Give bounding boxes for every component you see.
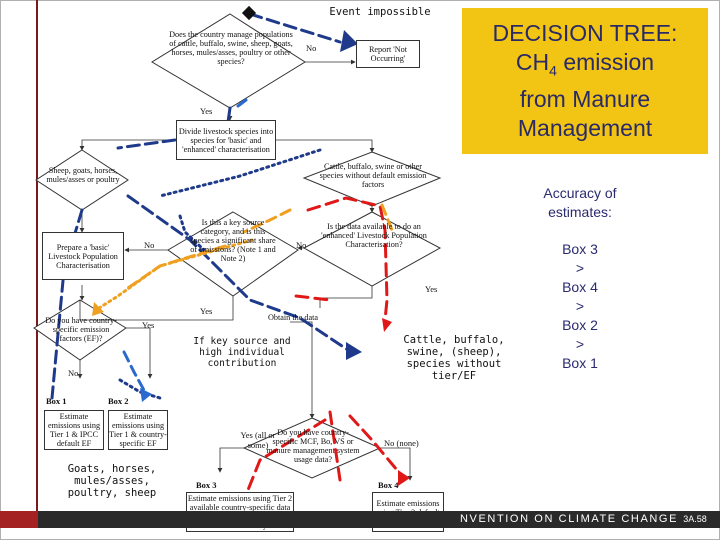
no-label-ef: No: [68, 368, 79, 378]
rank-gt-1: >: [575, 260, 585, 276]
footer-band: [0, 511, 720, 528]
box3-label: Box 3: [196, 480, 217, 490]
no-label-d1: No: [306, 43, 317, 53]
yes-label-key: Yes: [200, 306, 213, 316]
goats-note: Goats, horses, mules/asses, poultry, she…: [50, 463, 174, 499]
title-line3: from Manure: [519, 86, 651, 113]
no-label-key: No: [144, 240, 155, 250]
no-label-data: No: [296, 240, 307, 250]
arrowhead-orange-ef: [92, 302, 104, 316]
prepare-basic-box: Prepare a 'basic' Livestock Population C…: [42, 232, 124, 280]
arrowhead-navy-report: [340, 30, 358, 52]
diamond-mcf-text: Do you have country-specific MCF, Bo, VS…: [266, 428, 360, 464]
rank-2: Box 4: [562, 279, 598, 295]
yes-label-d1: Yes: [200, 106, 213, 116]
title-box: DECISION TREE: CH4 emission from Manure …: [462, 8, 708, 154]
arrowhead-red-box4: [398, 470, 410, 486]
diamond-cattle-text: Cattle, buffalo, swine or other species …: [319, 162, 427, 189]
rank-gt-2: >: [575, 298, 585, 314]
box1: Estimate emissions using Tier 1 & IPCC d…: [44, 410, 104, 450]
accuracy-ranking: Box 3 > Box 4 > Box 2 > Box 1: [520, 240, 640, 373]
box2: Estimate emissions using Tier 1 & countr…: [108, 410, 168, 450]
no-none-label: No (none): [384, 438, 419, 448]
diamond-ef-text: Do you have country-specific emission fa…: [45, 316, 117, 343]
accuracy-heading: Accuracy of estimates:: [543, 185, 617, 220]
divide-box: Divide livestock species into species fo…: [176, 120, 276, 160]
rank-4: Box 1: [562, 355, 598, 371]
left-rule: [36, 0, 38, 520]
report-box: Report 'Not Occurring': [356, 40, 420, 68]
title-line2: CH4 emission: [515, 48, 655, 79]
diamond-mcf: [242, 417, 382, 479]
footer-text: NVENTION ON CLIMATE CHANGE: [460, 513, 679, 525]
diamond-data-text: Is the data available to do an 'enhanced…: [321, 222, 427, 249]
arrowhead-navy-cattle-note: [346, 342, 362, 360]
title-line1: DECISION TREE:: [492, 19, 678, 46]
diamond-key-text: Is this a key source category, and is th…: [190, 218, 276, 263]
rank-gt-3: >: [575, 336, 585, 352]
arrowhead-blue-box2: [140, 388, 152, 402]
arrowhead-red-data: [382, 318, 392, 332]
box1-label: Box 1: [46, 396, 67, 406]
page-number: 3A.58: [683, 514, 707, 524]
route-navy: [50, 12, 350, 400]
box2-label: Box 2: [108, 396, 129, 406]
rank-1: Box 3: [562, 241, 598, 257]
key-source-note: If key source and high individual contri…: [193, 336, 291, 369]
yes-label-data: Yes: [425, 284, 438, 294]
event-impossible-note: Event impossible: [329, 6, 431, 18]
cattle-note: Cattle, buffalo, swine, (sheep), species…: [403, 334, 505, 382]
route-navy-dotted: [118, 148, 322, 400]
yes-all-some-label: Yes (all or some): [240, 430, 276, 450]
obtain-box: Obtain the data: [267, 312, 319, 322]
diamond-sheep-text: Sheep, goats, horses, mules/asses or pou…: [46, 166, 120, 184]
box4-label: Box 4: [378, 480, 399, 490]
yes-label-ef: Yes: [142, 320, 155, 330]
diamond-d1-text: Does the country manage populations of c…: [169, 30, 293, 66]
rank-3: Box 2: [562, 317, 598, 333]
start-marker: [241, 5, 257, 21]
title-line4: Management: [517, 115, 653, 142]
route-red: [238, 196, 404, 512]
route-orange-dotted: [94, 238, 254, 312]
